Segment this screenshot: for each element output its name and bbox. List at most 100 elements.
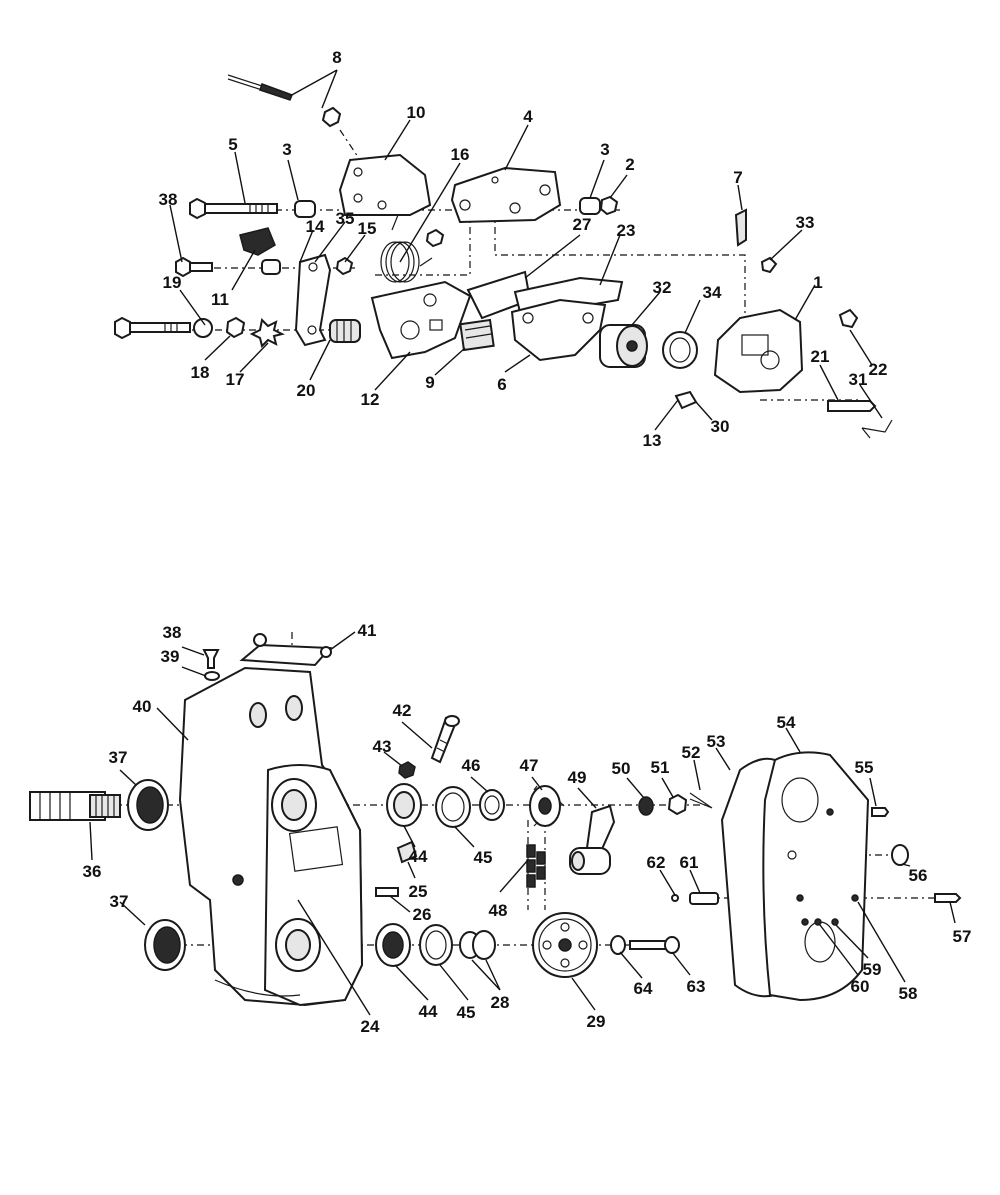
callout-label: 59	[863, 960, 882, 979]
cotter-pin-52	[689, 792, 713, 809]
sprocket-47	[529, 785, 565, 827]
spacer-14	[261, 259, 281, 275]
callout-label: 34	[703, 283, 722, 302]
washer-39	[204, 671, 220, 681]
callout-label: 30	[711, 417, 730, 436]
callout-label: 36	[83, 862, 102, 881]
bolt-19	[114, 316, 191, 340]
callout-label: 3	[282, 140, 291, 159]
callout-label: 57	[953, 927, 972, 946]
callout-label: 18	[191, 363, 210, 382]
cover-54	[762, 751, 870, 1002]
spacer-3-right	[579, 197, 601, 215]
plate-12	[370, 280, 472, 360]
idler-arm-49	[569, 804, 616, 875]
callout-label: 21	[811, 347, 830, 366]
bracket-10	[338, 153, 432, 216]
nut-43	[398, 761, 416, 779]
callout-label: 20	[297, 381, 316, 400]
callout-label: 23	[617, 221, 636, 240]
drum-32	[599, 324, 648, 368]
axle-shaft-36	[29, 791, 121, 821]
ring-34	[662, 331, 698, 369]
seal-37-upper	[127, 779, 169, 831]
fitting-22	[838, 308, 859, 329]
gear-20	[329, 319, 361, 343]
callout-label: 45	[474, 848, 493, 867]
callout-label: 39	[161, 647, 180, 666]
callout-label: 47	[520, 756, 539, 775]
nut-upper	[425, 228, 445, 248]
callout-label: 6	[497, 375, 506, 394]
ring-45-upper	[435, 786, 471, 828]
screw-38	[175, 256, 213, 278]
housing-1	[713, 308, 804, 394]
callout-label: 64	[634, 979, 653, 998]
seal-37-lower	[144, 919, 186, 971]
callout-label: 28	[491, 993, 510, 1012]
callout-label: 38	[159, 190, 178, 209]
spacer-46	[479, 789, 505, 821]
callout-label: 5	[228, 135, 237, 154]
callout-label: 17	[226, 370, 245, 389]
bolt-63	[629, 940, 669, 950]
plate-41	[239, 643, 333, 667]
nut-2	[599, 195, 619, 216]
callout-label: 49	[568, 768, 587, 787]
spacer-3-left	[294, 200, 316, 218]
plate-6	[510, 298, 607, 362]
bracket-4	[450, 166, 562, 224]
callout-label: 45	[457, 1003, 476, 1022]
washer-64	[610, 935, 626, 955]
callout-label: 1	[813, 273, 822, 292]
callout-label: 7	[733, 168, 742, 187]
callout-label: 40	[133, 697, 152, 716]
bearing-44-lower	[375, 923, 411, 967]
callout-label: 63	[687, 977, 706, 996]
bolt-5	[189, 197, 278, 220]
callout-label: 11	[211, 290, 229, 309]
clip-31	[861, 419, 893, 439]
callout-label: 29	[587, 1012, 606, 1031]
callout-label: 46	[462, 756, 481, 775]
star-washer-17	[249, 317, 285, 348]
washer-19	[193, 318, 213, 338]
rod-21	[827, 400, 877, 412]
elbow-30	[674, 390, 698, 410]
callout-label: 55	[855, 758, 874, 777]
callout-label: 32	[653, 278, 672, 297]
callout-label: 52	[682, 743, 701, 762]
callout-label: 2	[625, 155, 634, 174]
screw-38-lower	[202, 649, 220, 669]
callout-label: 44	[419, 1002, 438, 1021]
spring-16	[380, 214, 433, 283]
callout-label: 61	[680, 853, 699, 872]
callout-label: 3	[600, 140, 609, 159]
callout-label: 54	[777, 713, 796, 732]
callout-label: 16	[451, 145, 470, 164]
callout-label: 60	[851, 977, 870, 996]
callout-label: 44	[409, 847, 428, 866]
pin-61	[689, 892, 719, 905]
callout-label: 62	[647, 853, 666, 872]
lower-assembly: 38 41 39 40 42 43 46 47 49 50 51 52 53 5…	[29, 621, 972, 1036]
lever-35	[294, 253, 332, 347]
callout-label: 10	[407, 103, 426, 122]
washer-50	[638, 796, 654, 816]
pin-26	[375, 887, 399, 897]
bolt-42	[430, 715, 460, 764]
bearing-44-upper	[386, 783, 422, 827]
fitting-33	[760, 256, 778, 274]
upper-assembly: 8 10 4 3 2 5 3 16 7 38 33 14 35 15 27 23…	[114, 48, 893, 450]
callout-label: 27	[573, 215, 592, 234]
callout-label: 4	[523, 107, 533, 126]
callout-label: 14	[306, 217, 325, 236]
callout-label: 9	[425, 373, 434, 392]
callout-label: 42	[393, 701, 412, 720]
callout-label: 13	[643, 431, 662, 450]
nut-18	[225, 316, 246, 339]
callout-label: 38	[163, 623, 182, 642]
callout-label: 15	[358, 219, 377, 238]
spacer-28b	[472, 930, 496, 960]
callout-label: 51	[651, 758, 670, 777]
